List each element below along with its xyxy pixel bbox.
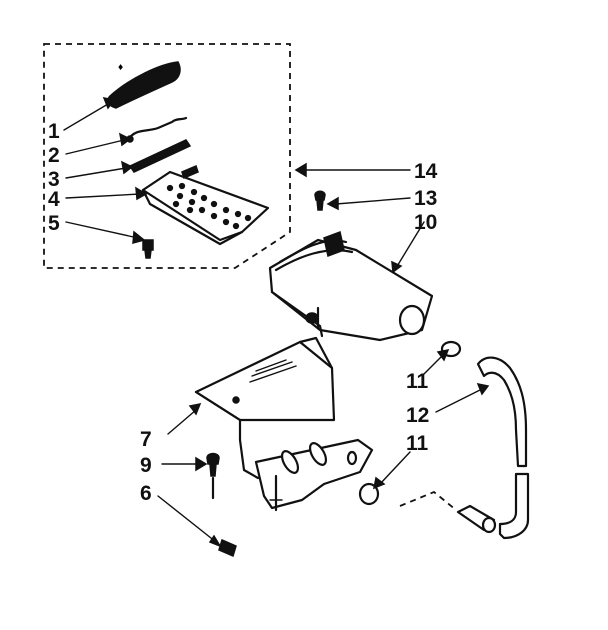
callout-2: 2 (48, 144, 60, 167)
callout-10: 10 (414, 211, 437, 234)
callout-labels: 1 2 3 4 5 14 13 10 7 9 6 11 12 11 (48, 120, 438, 505)
part-6-fastener (218, 538, 237, 558)
tray-holes (166, 182, 252, 230)
part-7-bracket (194, 336, 336, 480)
callout-7: 7 (140, 428, 152, 451)
callout-3: 3 (48, 168, 60, 191)
part-3-rod (128, 139, 192, 173)
callout-6: 6 (140, 482, 152, 505)
callout-1: 1 (48, 120, 60, 143)
pipe-piece (399, 490, 497, 534)
part-2-spring-clip (126, 116, 188, 143)
inset-mark: ♦ (117, 63, 124, 72)
callout-12: 12 (406, 404, 429, 427)
callout-4: 4 (48, 188, 60, 211)
callout-5: 5 (48, 212, 60, 235)
callout-9: 9 (140, 454, 152, 477)
inset-box-outline (43, 43, 291, 269)
part-1-handle (107, 61, 181, 109)
part-5-screw (142, 239, 154, 259)
part-10-housing (268, 230, 434, 342)
callout-11-lower: 11 (406, 432, 429, 455)
callout-14: 14 (414, 160, 438, 183)
callout-13: 13 (414, 187, 437, 210)
part-12-hose (476, 356, 530, 540)
leader-lines (63, 96, 490, 548)
part-9-screw (206, 452, 220, 500)
callout-11-upper: 11 (406, 370, 429, 393)
part-13-screw (314, 190, 326, 211)
part-4-tray (141, 164, 270, 246)
mounting-plate (254, 438, 374, 512)
